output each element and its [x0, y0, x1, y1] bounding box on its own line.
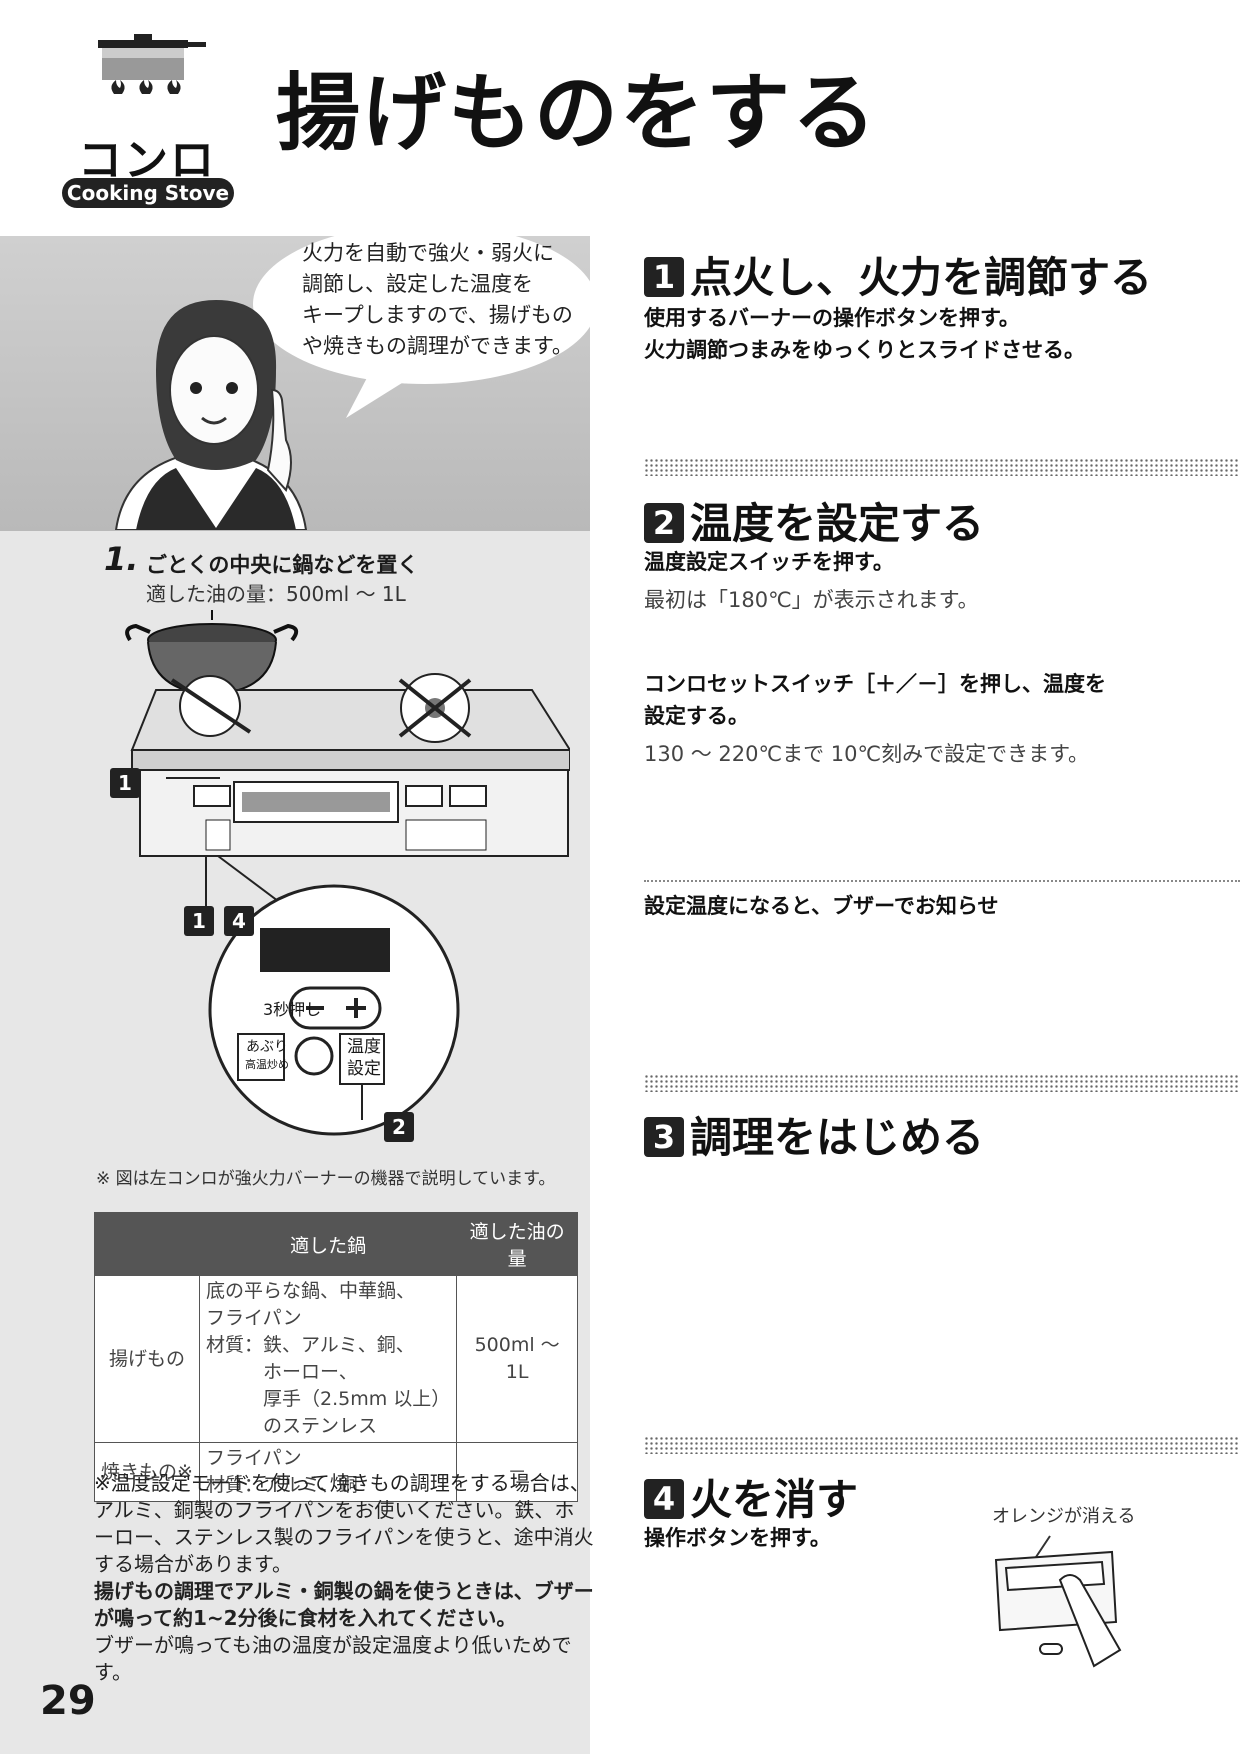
- temp-set-button-label: 温度 設定: [342, 1036, 386, 1080]
- dotted-separator: [644, 1074, 1240, 1092]
- aburi-button-label: あぶり 高温炒め: [244, 1036, 290, 1072]
- table-row-label: 揚げもの: [94, 1275, 200, 1443]
- pan-line: 厚手（2.5mm 以上）: [206, 1388, 451, 1410]
- table-cell-oil: 500ml ～ 1L: [456, 1275, 578, 1443]
- speech-bubble: [253, 224, 597, 418]
- page-number: 29: [40, 1678, 96, 1724]
- oil-pan-table: 適した鍋 適した油の量 揚げもの 底の平らな鍋、中華鍋、 フライパン 材質：鉄、…: [94, 1212, 578, 1502]
- table-header: 適した油の量: [456, 1212, 578, 1276]
- step-4-number: 4: [644, 1479, 684, 1519]
- table-cell-pans: 底の平らな鍋、中華鍋、 フライパン 材質：鉄、アルミ、銅、 ホーロー、 厚手（2…: [198, 1275, 458, 1443]
- stove-diagram: [125, 610, 570, 1136]
- table-cell-pans: フライパン 材質：アルミ、銅: [198, 1442, 458, 1502]
- pot-flame-icon: [98, 34, 206, 94]
- dotted-line: [644, 880, 1240, 882]
- table-header: 適した鍋: [198, 1212, 458, 1276]
- step-1-instruction: 使用するバーナーの操作ボタンを押す。: [644, 306, 1020, 330]
- note-2: 揚げもの調理でアルミ・銅製の鍋を使うときは、ブザーが鳴って約1~2分後に食材を入…: [94, 1579, 594, 1630]
- diagram-note: ※ 図は左コンロが強火力バーナーの機器で説明しています。: [96, 1169, 556, 1189]
- table-row: 揚げもの 底の平らな鍋、中華鍋、 フライパン 材質：鉄、アルミ、銅、 ホーロー、…: [94, 1275, 578, 1443]
- step1-oil-amount: 適した油の量：500ml ～ 1L: [146, 582, 406, 606]
- aburi-text: あぶり: [246, 1039, 288, 1055]
- table-cell-oil: －: [456, 1442, 578, 1502]
- step-2-instruction: 設定する。: [644, 704, 749, 728]
- step-2-instruction: コンロセットスイッチ［＋／－］を押し、温度を: [644, 672, 1106, 696]
- step-2-instruction: 温度設定スイッチを押す。: [644, 550, 894, 574]
- step-1-instruction: 火力調節つまみをゆっくりとスライドさせる。: [644, 338, 1085, 362]
- step1-heading: ごとくの中央に鍋などを置く: [146, 553, 419, 577]
- table-row: 焼きもの※ フライパン 材質：アルミ、銅 －: [94, 1442, 578, 1502]
- step-2-title-text: 温度を設定する: [690, 499, 985, 548]
- press-button-illustration: [994, 1535, 1122, 1668]
- bubble-line: 調節し、設定した温度を: [302, 272, 533, 296]
- dotted-separator: [644, 1436, 1240, 1454]
- table-header: [94, 1212, 200, 1276]
- step-1-number: 1: [644, 257, 684, 297]
- notes: ※温度設定モードを使って焼きもの調理をする場合は、アルミ、銅製のフライパンをお使…: [94, 1470, 594, 1686]
- dotted-separator: [644, 458, 1240, 476]
- pan-line: 材質：鉄、アルミ、銅、: [206, 1334, 415, 1356]
- settei-text: 設定: [347, 1059, 381, 1079]
- bubble-line: 火力を自動で強火・弱火に: [302, 241, 554, 265]
- step-2-note: 130 ～ 220℃まで 10℃刻みで設定できます。: [644, 742, 1089, 766]
- pan-line: のステンレス: [206, 1415, 378, 1437]
- pan-line: 底の平らな鍋、中華鍋、: [206, 1280, 416, 1302]
- pan-line: 材質：アルミ、銅: [206, 1474, 358, 1496]
- badge-step-1b: 1: [184, 906, 214, 936]
- bubble-line: キープしますので、揚げもの: [302, 303, 573, 327]
- off-illustration-label: オレンジが消える: [992, 1506, 1136, 1527]
- step-1-title-text: 点火し、火力を調節する: [690, 253, 1153, 302]
- pan-line: ホーロー、: [206, 1361, 358, 1383]
- badge-step-1: 1: [110, 768, 140, 798]
- bubble-line: や焼きもの調理ができます。: [302, 334, 573, 358]
- woman-illustration: [114, 300, 308, 530]
- table-header-row: 適した鍋 適した油の量: [94, 1212, 578, 1276]
- step-4-title-text: 火を消す: [690, 1475, 859, 1524]
- kouon-text: 高温炒め: [245, 1058, 289, 1071]
- step1-number: 1.: [104, 540, 139, 578]
- note-3: ブザーが鳴っても油の温度が設定温度より低いためです。: [94, 1633, 572, 1684]
- badge-step-2: 2: [384, 1112, 414, 1142]
- step-2-number: 2: [644, 503, 684, 543]
- logo-subtitle: Cooking Stove: [62, 178, 234, 208]
- hold-3sec-label: 3秒押し: [263, 1000, 322, 1019]
- logo-word: コンロ: [78, 135, 216, 186]
- bubble-text: 火力を自動で強火・弱火に 調節し、設定した温度を キープしますので、揚げもの や…: [302, 238, 592, 362]
- step-3-title-text: 調理をはじめる: [690, 1113, 985, 1162]
- pan-line: フライパン: [206, 1447, 302, 1469]
- step-4-instruction: 操作ボタンを押す。: [644, 1526, 831, 1550]
- step-2-note: 最初は「180℃」が表示されます。: [644, 588, 979, 612]
- step-2-buzzer-note: 設定温度になると、ブザーでお知らせ: [644, 894, 999, 918]
- pan-line: フライパン: [206, 1307, 302, 1329]
- ondo-text: 温度: [347, 1037, 381, 1057]
- note-1: ※温度設定モードを使って焼きもの調理をする場合は、アルミ、銅製のフライパンをお使…: [94, 1471, 594, 1576]
- badge-step-4: 4: [224, 906, 254, 936]
- step-3-number: 3: [644, 1117, 684, 1157]
- page-title: 揚げものをする: [276, 63, 879, 162]
- table-row-label: 焼きもの※: [94, 1442, 200, 1502]
